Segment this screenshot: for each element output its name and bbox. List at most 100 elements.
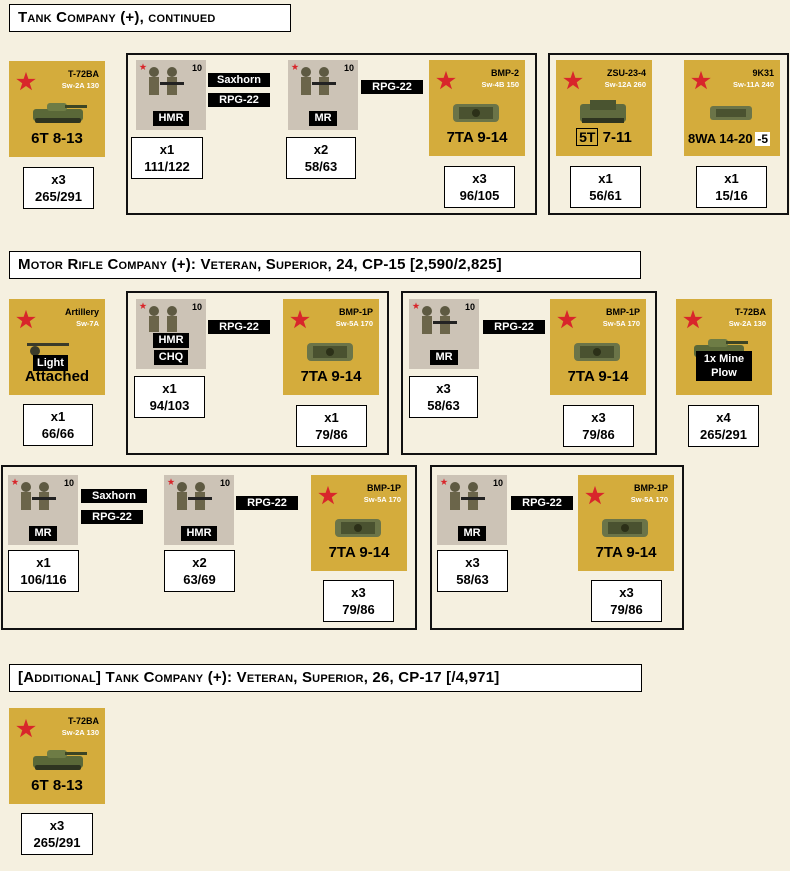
unit-type-tag: HMR [181,526,217,541]
unit-type-tag: HMR [153,111,189,126]
red-star-icon [436,70,456,90]
infantry-soldiers-icon [177,482,212,510]
unit-count: x1 [324,410,339,425]
tank-icon [33,750,87,770]
red-star-icon [683,309,703,329]
unit-count: x2 [313,142,329,157]
red-star-icon [290,309,310,329]
unit-cost: 66/66 [41,426,75,441]
unit-name: ZSU-23-4 [606,68,646,78]
unit-name: BMP-2 [490,68,519,78]
unit-number: 10 [219,478,230,488]
infantry-soldiers-icon [21,482,56,510]
unit-name: T-72BA [734,307,766,317]
t72ba-unit-card: T-72BA Sw-2A 130 6T 8-13 [9,708,105,804]
unit-rating: 6T 8-13 [31,777,83,794]
unit-name: BMP-1P [366,483,401,493]
small-red-star-icon [412,302,420,309]
weapon-tag-rpg22: RPG-22 [81,510,143,524]
sam-vehicle-icon [710,106,752,120]
unit-number: 10 [343,63,354,73]
unit-type-tag: MR [29,526,57,541]
apc-icon [335,519,381,537]
unit-name: BMP-1P [633,483,668,493]
infantry-soldiers-icon [149,306,177,332]
red-star-icon [16,718,36,738]
hmr-infantry-card: 10 HMR [164,475,234,545]
unit-overlay: Light [33,355,68,371]
bmp-1p-unit-card: BMP-1P Sw-5A 170 7TA 9-14 [550,299,646,395]
apc-icon [602,519,648,537]
unit-number: 10 [191,302,202,312]
group-box-aa-platoon [548,53,789,215]
unit-type-tag: MR [458,526,486,541]
unit-cost: 58/63 [304,159,338,174]
unit-count: x3 [472,171,487,186]
infantry-soldiers-icon [301,67,336,95]
unit-count: x4 [716,410,731,425]
unit-count: x3 [49,818,65,833]
unit-rating: 5T 7-11 [556,128,652,146]
tank-icon [33,103,87,123]
unit-rating: 7TA 9-14 [567,368,629,385]
unit-sub: Sw-2A 130 [61,728,99,737]
infantry-soldiers-icon [422,306,457,334]
unit-cost: 265/291 [35,189,82,204]
bmp2-unit-card: BMP-2 Sw-4B 150 7TA 9-14 [429,60,525,156]
unit-sub: Sw-4B 150 [481,80,519,89]
apc-icon [453,104,499,122]
small-red-star-icon [291,63,299,70]
unit-hq-tag: CHQ [153,350,189,365]
unit-modifier: -5 [755,132,770,146]
weapon-tag-rpg22: RPG-22 [361,80,423,94]
unit-count-cost: x4 265/291 [688,405,759,447]
group-box-mr-platoon-2 [401,291,657,455]
weapon-tag-rpg22: RPG-22 [236,496,298,510]
unit-count-cost: x2 58/63 [286,137,356,179]
bmp-1p-unit-card: BMP-1P Sw-5A 170 7TA 9-14 [578,475,674,571]
unit-cost: 63/69 [183,572,216,587]
unit-cost: 58/63 [456,572,489,587]
red-star-icon [691,70,711,90]
group-box-mr-platoon-1 [126,53,537,215]
unit-name: 9K31 [752,68,774,78]
unit-cost: 265/291 [33,835,81,850]
weapon-tag-rpg22: RPG-22 [208,320,270,334]
hmr-infantry-card: 10 HMR [136,60,206,130]
unit-cost: 265/291 [700,427,747,442]
unit-count: x3 [436,381,451,396]
small-red-star-icon [139,63,147,70]
unit-count: x1 [724,171,739,186]
unit-cost: 94/103 [149,398,190,413]
unit-count: x1 [50,409,66,424]
section-title-additional-tank-company: [Additional] Tank Company (+): Veteran, … [9,664,642,692]
unit-cost: 56/61 [589,188,622,203]
unit-count: x1 [598,171,613,186]
unit-sub: Sw-5A 170 [630,495,668,504]
unit-cost: 58/63 [427,398,460,413]
apc-icon [307,343,353,361]
red-star-icon [16,309,36,329]
weapon-tag-rpg22: RPG-22 [208,93,270,107]
unit-rating: 8WA 14-20 [688,131,753,146]
small-red-star-icon [440,478,448,485]
bmp-1p-unit-card: BMP-1P Sw-5A 170 7TA 9-14 [311,475,407,571]
unit-sub: Sw-7A [76,319,99,328]
section-title-tank-company-continued: Tank Company (+), continued [9,4,291,32]
mr-infantry-card: 10 MR [437,475,507,545]
unit-name: T-72BA [67,716,99,726]
infantry-soldiers-icon [450,482,485,510]
unit-number: 10 [191,63,202,73]
red-star-icon [585,485,605,505]
unit-number: 10 [492,478,503,488]
